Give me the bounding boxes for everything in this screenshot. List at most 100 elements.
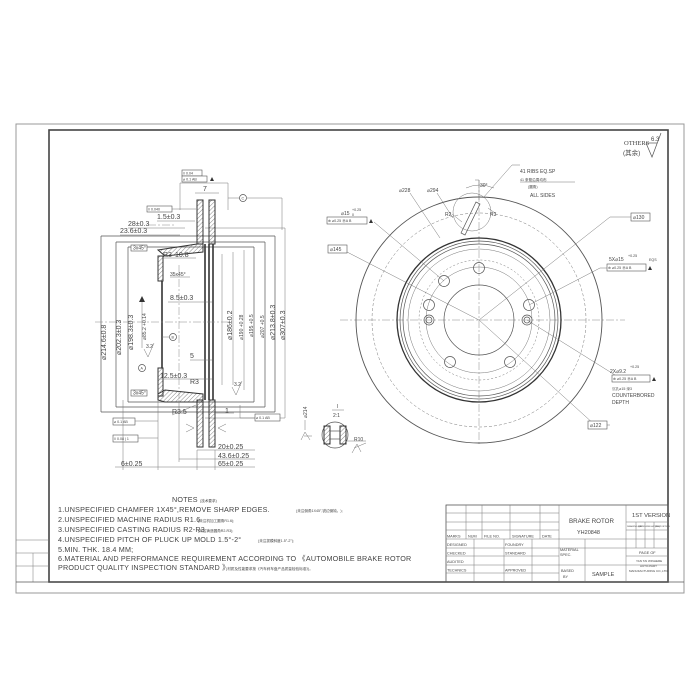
tb-marks: MARKS — [447, 535, 461, 539]
callout-d130: ⌀130 — [633, 215, 645, 221]
dim-d214-6: ⌀214.6±0.8 — [101, 325, 108, 360]
five-holes-frame: ⊕ ⌀0.25 ⓂA B — [608, 265, 632, 270]
detail-r10: R10 — [354, 437, 363, 443]
by-label: BY — [563, 575, 569, 579]
datum-a: A — [141, 367, 144, 371]
dim-1: 1 — [225, 408, 229, 415]
dim-20: 20±0.25 — [218, 444, 243, 451]
svg-text:(未注机加工圆角R1.6);: (未注机加工圆角R1.6); — [198, 518, 234, 523]
dim-d195: ⌀195 +0.5 — [249, 314, 255, 337]
tb-approved: APPROVED — [505, 569, 526, 573]
title-block: MARKS NUM FILE NO. SIGNATURE DATE DESIGN… — [445, 504, 670, 583]
svg-text:(未注拔模斜度1.5°-2°);: (未注拔模斜度1.5°-2°); — [258, 538, 294, 543]
dim-d190: ⌀190 +0.28 — [239, 314, 245, 340]
roughness-left: 3.2 — [146, 344, 153, 350]
others-label-cn: (其余) — [623, 148, 640, 157]
dim-43-6: 43.6±0.25 — [218, 453, 249, 460]
company-line-1: YAN TAI WINHERE — [636, 559, 662, 563]
based-label: BASED — [561, 569, 574, 573]
stage-col-4: PROPORTION — [655, 526, 670, 528]
all-sides: ALL SIDES — [530, 193, 556, 199]
detail-label: I — [337, 404, 338, 410]
part-number: YH20848 — [577, 530, 600, 536]
dim-7: 7 — [203, 186, 207, 193]
tb-num: NUM — [468, 535, 477, 539]
dim-8-5: 8.5±0.3 — [170, 295, 193, 302]
dim-5: 5 — [190, 353, 194, 360]
callout-d294: ⌀294 — [427, 188, 439, 194]
tol-frame-3: // 0.040 — [148, 208, 160, 212]
tol-frame-4: ⌀ 0.1 AB — [114, 420, 128, 424]
dim-65: 65±0.25 — [218, 461, 243, 468]
datum-b: B — [172, 336, 175, 340]
dim-d213-8: ⌀213.8±0.3 — [270, 305, 277, 340]
dim-10-8: 10.8 — [175, 252, 189, 259]
note-2: 2.UNSPECIFIED MACHINE RADIUS R1.6 — [58, 515, 200, 524]
detail-d214: ⌀214 — [303, 406, 309, 418]
version-label: 1ST VERSION — [632, 513, 670, 519]
tol-frame-5: // 0.08 | 1 — [114, 437, 129, 441]
stage-col-1: DRAWING MARKS — [627, 525, 646, 528]
callout-d145: ⌀145 — [330, 247, 342, 253]
ribs-text-3: (圆角) — [528, 184, 538, 189]
hole15-label: ⌀15 — [341, 211, 350, 217]
dim-r3-5: R3.5 — [172, 409, 187, 416]
page-of: PAGE OF — [639, 551, 656, 555]
section-view: C 7 1.5±0.3 28±0.3 23.6±0.3 3x45° 3x45° … — [95, 169, 287, 470]
dim-d186: ⌀186±0.2 — [227, 310, 234, 340]
rib-angle: 30° — [480, 183, 488, 189]
dim-d307: ⌀307±0.3 — [280, 310, 287, 340]
note-3: 3.UNSPECIFIED CASTING RADIUS R2-R3 — [58, 525, 205, 534]
tb-standard: STANDARD — [505, 552, 526, 556]
tb-file-no: FILE NO. — [484, 535, 500, 539]
stage-col-3: WEIGHT (KG) — [646, 526, 660, 528]
company-line-2: AUTO-PART — [640, 564, 657, 568]
tb-signature: SIGNATURE — [512, 535, 534, 539]
chamfer-bottom: 3x45° — [133, 391, 146, 397]
callout-d228: ⌀228 — [399, 188, 411, 194]
dim-1-5: 1.5±0.3 — [157, 214, 180, 221]
dim-12-5: 12.5±0.3 — [160, 373, 187, 380]
counterbore-cn: 沉孔⌀15 深3 — [612, 386, 632, 391]
notes-title-cn: (技术要求) — [200, 498, 217, 503]
two-holes-frame: ⊕ ⌀0.25 ⓂA B — [613, 376, 637, 381]
two-holes-label: 2X⌀9.2 — [610, 369, 626, 375]
eqs-label: EQS — [649, 258, 657, 262]
callout-r2: R2 — [445, 212, 452, 218]
tb-designed: DESIGNED — [447, 543, 467, 547]
depth-text: DEPTH — [612, 400, 629, 406]
svg-text:3x45°: 3x45° — [133, 246, 146, 252]
callout-r3: R3 — [490, 212, 497, 218]
note-1: 1.UNSPECIFIED CHAMFER 1X45°,REMOVE SHARP… — [58, 505, 270, 514]
svg-text:+0.25: +0.25 — [630, 365, 639, 369]
svg-text:(未注倒角1X45°,锐边倒钝。);: (未注倒角1X45°,锐边倒钝。); — [296, 508, 343, 513]
notes-title: NOTES — [172, 495, 198, 504]
tb-audited: AUDITED — [447, 560, 464, 564]
dim-d85-2: ⌀85.2 +0.14 — [142, 313, 148, 340]
svg-text:0: 0 — [352, 213, 354, 217]
dim-28: 28±0.3 — [128, 221, 149, 228]
dim-d202-3: ⌀202.3±0.3 — [116, 320, 123, 355]
material-label: MATERIAL — [560, 548, 579, 552]
tb-technics: TECHNICS — [447, 569, 467, 573]
part-title: BRAKE ROTOR — [569, 518, 614, 525]
dim-d207: ⌀207 +0.5 — [260, 315, 266, 338]
spec-label: SPEC. — [560, 553, 571, 557]
detail-scale: 2:1 — [333, 413, 340, 419]
svg-text:(未注铸造圆角R2-R3);: (未注铸造圆角R2-R3); — [198, 528, 233, 533]
note-4: 4.UNSPECIFIED PITCH OF PLUCK UP MOLD 1.5… — [58, 535, 241, 544]
callout-d122: ⌀122 — [590, 423, 602, 429]
dim-r3-bottom: R3 — [190, 379, 199, 386]
tb-foundry: FOUNDRY — [505, 543, 524, 547]
company-line-3: MANUFACTURING CO.,LTD — [629, 569, 668, 573]
svg-text:+0.25: +0.25 — [352, 208, 361, 212]
dim-r3-top: R3 — [163, 252, 172, 259]
ribs-text-2: 41 条筋沿周均布 — [520, 177, 547, 182]
tol-frame-1: // 0.04 — [183, 172, 193, 176]
dim-d198-3: ⌀198.3±0.3 — [128, 315, 135, 350]
tol-frame-6: ⌀ 0.1 AB — [256, 416, 270, 420]
ribs-text-1: 41 RIBS EQ.SP — [520, 169, 556, 175]
tb-date: DATE — [542, 535, 552, 539]
hole15-frame: ⊕ ⌀0.25 ⓂA B — [328, 218, 352, 223]
five-holes-label: 5X⌀15 — [609, 257, 624, 263]
